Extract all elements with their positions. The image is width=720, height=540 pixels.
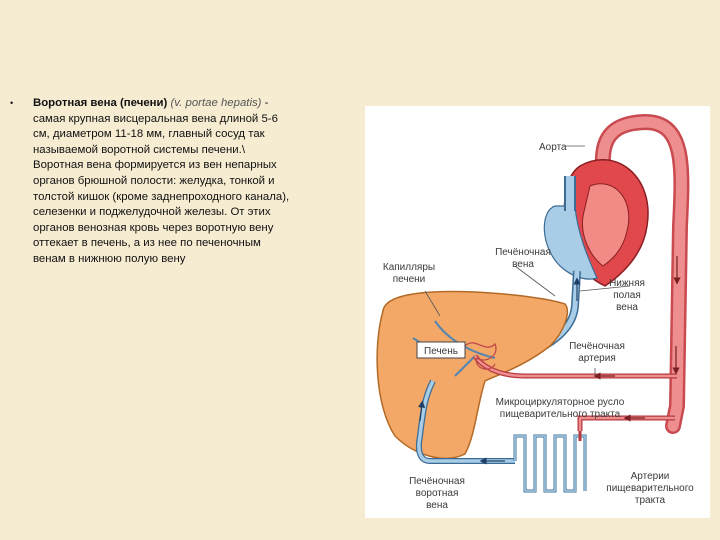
label-gi-arteries-1: Артерии [631, 471, 670, 482]
label-gi-arteries-3: тракта [635, 495, 666, 506]
label-liver: Печень [424, 346, 458, 357]
label-capillaries-2: печени [393, 274, 426, 285]
label-capillaries-1: Капилляры [383, 262, 435, 273]
paragraph: Воротная вена (печени) (v. portae hepati… [33, 96, 355, 268]
label-hepatic-vein-2: вена [512, 259, 534, 270]
label-portal-vein-3: вена [426, 500, 448, 511]
label-hepatic-vein-1: Печёночная [495, 247, 551, 258]
term-title: Воротная вена (печени) [33, 97, 168, 109]
label-portal-vein-2: воротная [416, 488, 459, 499]
body-line: венам в нижнюю полую вену [33, 252, 186, 265]
body-line: толстой кишок (кроме заднепроходного кан… [33, 190, 290, 203]
term-dash: - [261, 97, 269, 109]
label-ivc-2: полая [613, 290, 641, 301]
liver-label-box [416, 341, 466, 359]
label-ivc-1: Нижняя [609, 278, 645, 289]
latin-name: (v. portae hepatis) [170, 97, 262, 109]
label-ivc-3: вена [616, 302, 638, 313]
label-aorta: Аорта [539, 142, 567, 153]
label-microcirculation-2: пищеварительного тракта [500, 409, 621, 420]
bullet-marker: • [10, 98, 14, 108]
body-line: Воротная вена формируется из вен непарны… [33, 159, 277, 172]
diagram-svg: Аорта Печёночная вена Капилляры печени Н… [376, 113, 694, 511]
body-line: оттекает в печень, а из нее по печеночны… [33, 237, 261, 250]
body-line: селезенки и поджелудочной железы. От эти… [33, 206, 271, 219]
text-block: • Воротная вена (печени) (v. portae hepa… [10, 96, 355, 268]
body-line: органов брюшной полости: желудка, тонкой… [33, 174, 275, 187]
label-hepatic-artery-2: артерия [578, 353, 616, 364]
label-portal-vein-1: Печёночная [409, 476, 465, 487]
body-line: называемой воротной системы печени.\ [33, 143, 245, 156]
portal-circulation-diagram: Аорта Печёночная вена Капилляры печени Н… [365, 106, 710, 518]
gi-capillary-loops [513, 431, 587, 493]
liver-capillaries [464, 342, 497, 370]
label-gi-arteries-2: пищеварительного [606, 483, 694, 494]
body-line: органов венозная кровь через воротную ве… [33, 221, 274, 234]
label-microcirculation-1: Микроциркуляторное русло [496, 397, 625, 408]
label-hepatic-artery-1: Печёночная [569, 341, 625, 352]
body-line: самая крупная висцеральная вена длиной 5… [33, 112, 278, 125]
body-line: см, диаметром 11-18 мм, главный сосуд та… [33, 128, 265, 141]
right-heart [543, 205, 598, 280]
